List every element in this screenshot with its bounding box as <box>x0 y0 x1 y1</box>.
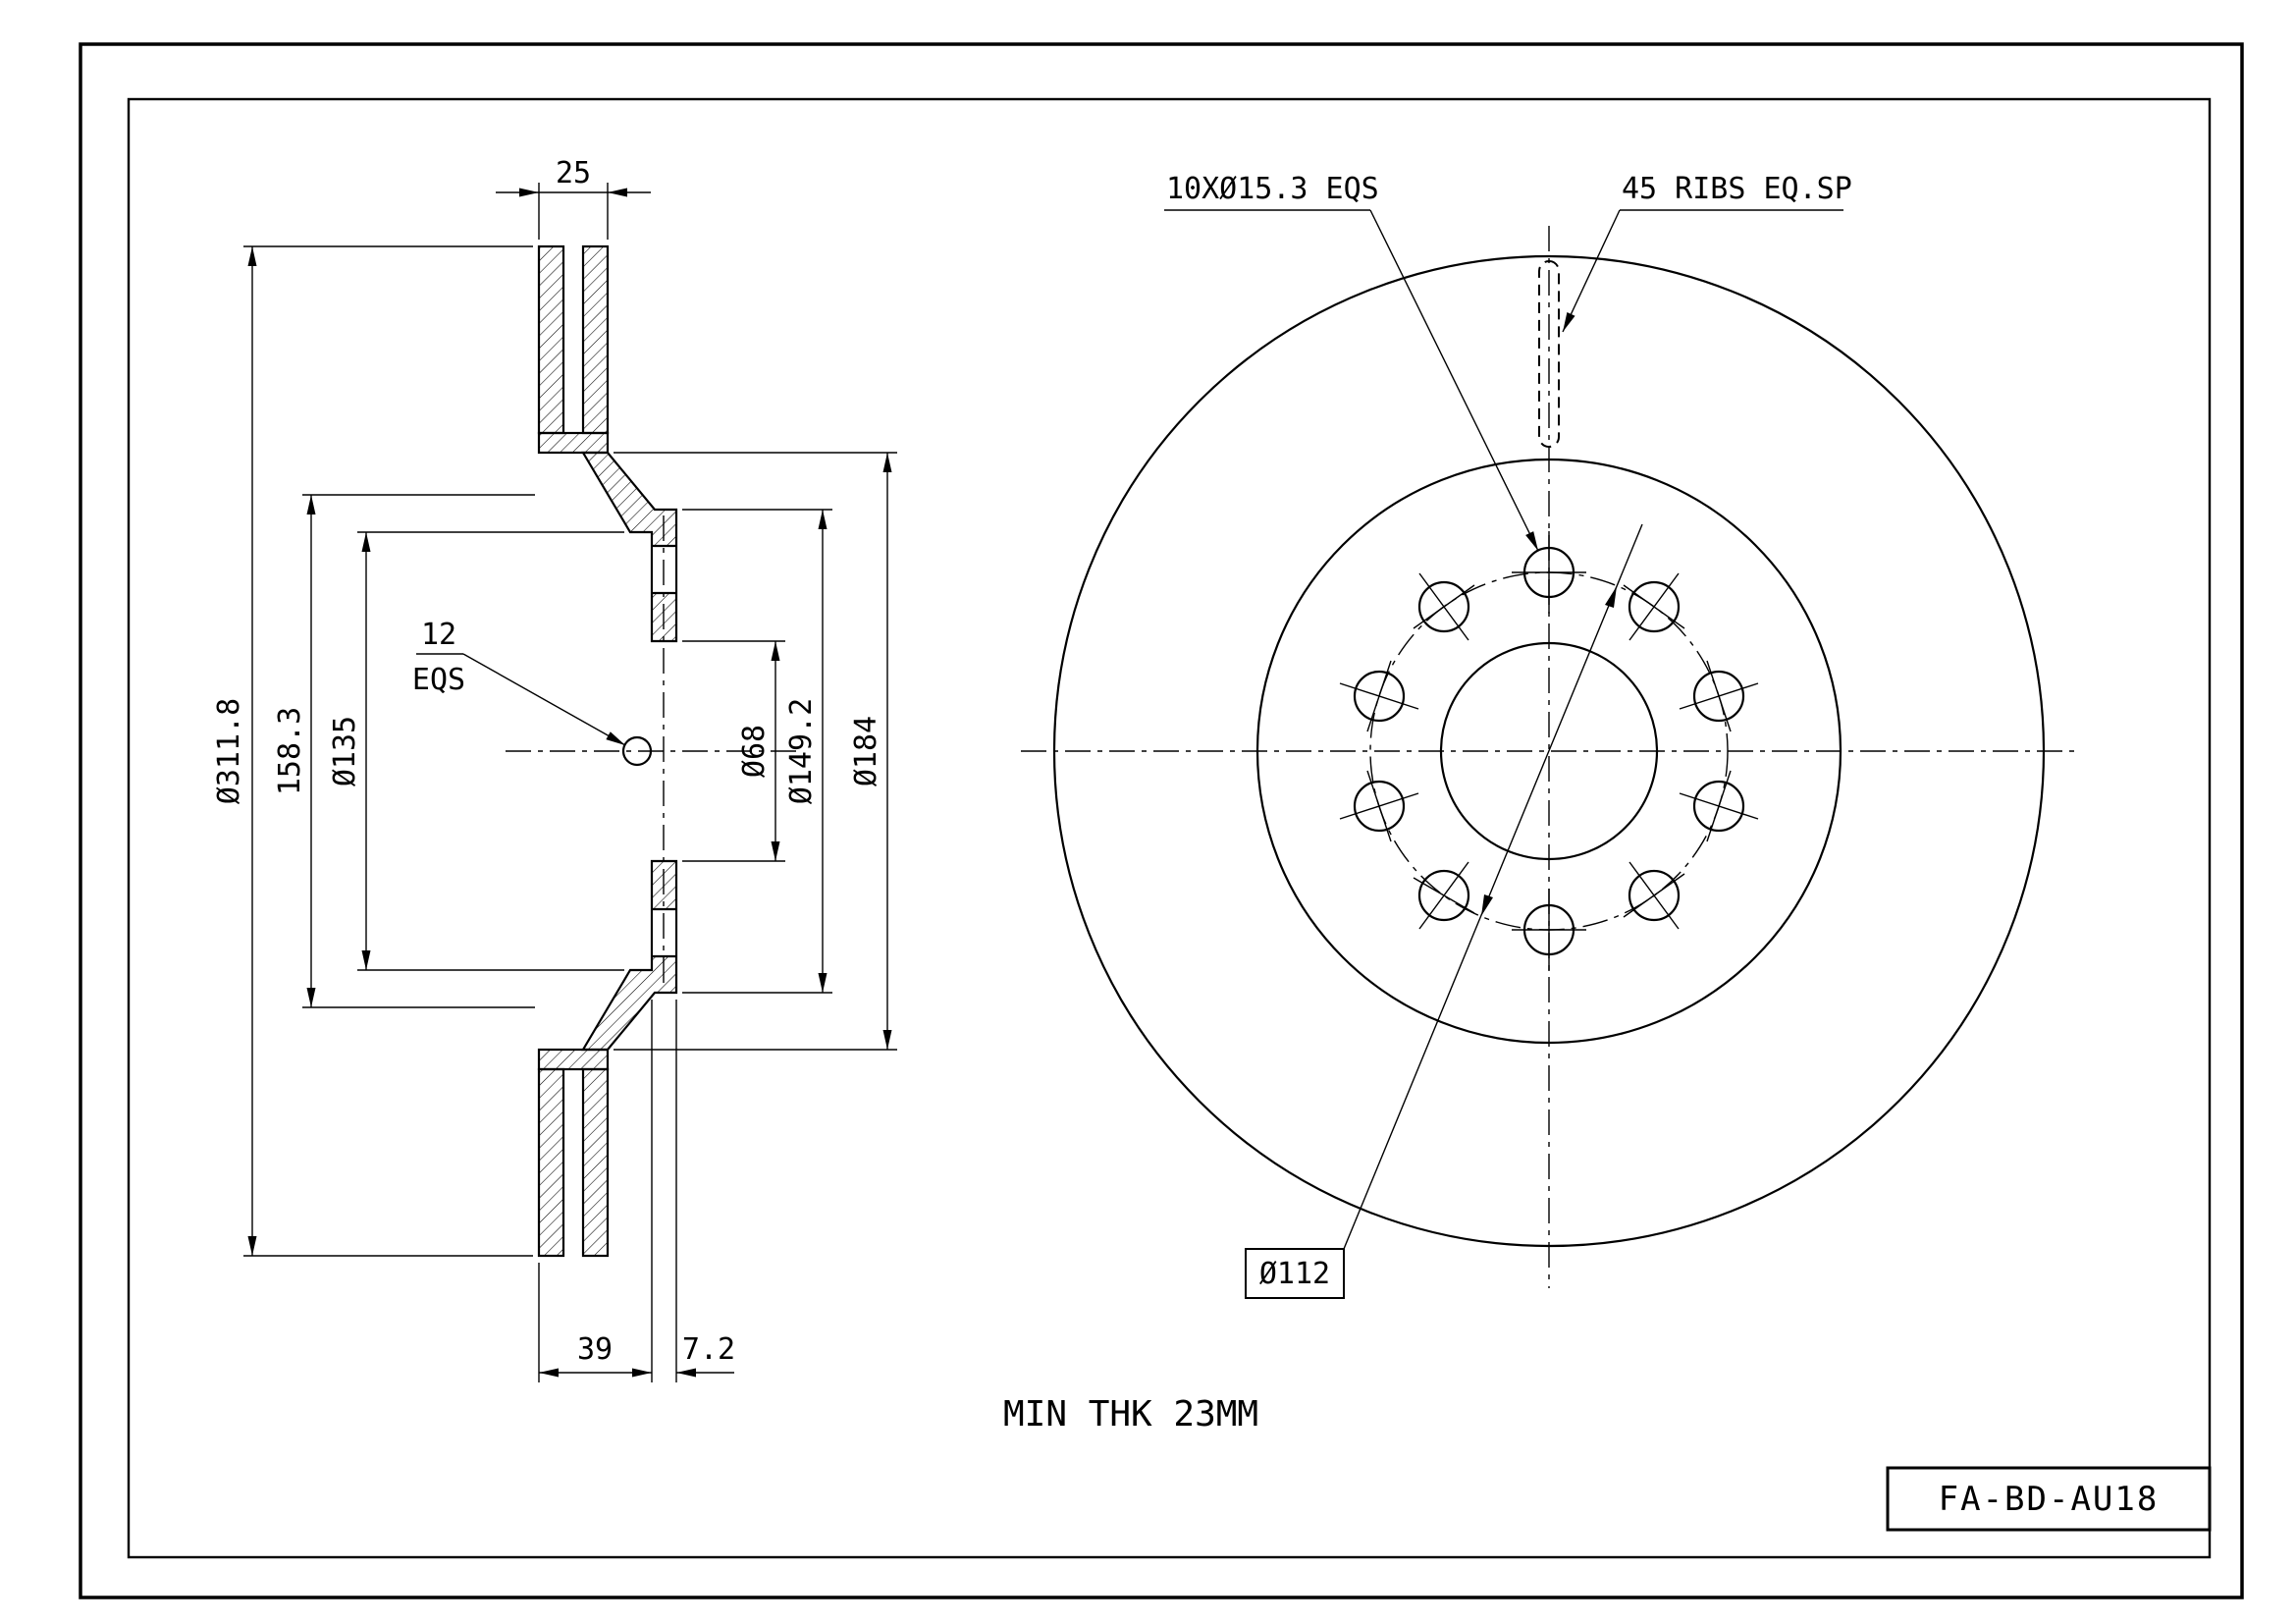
label-ribs: 45 RIBS EQ.SP <box>1622 172 1852 206</box>
min-thickness-note: MIN THK 23MM <box>1003 1394 1258 1435</box>
dim-158-3: 158.3 <box>273 707 307 795</box>
leader-12eqs <box>416 653 626 746</box>
front-view: 10XØ15.3 EQS 45 RIBS EQ.SP Ø112 <box>1021 172 2081 1299</box>
label-12: 12 <box>421 618 456 652</box>
cooling-rib <box>1538 260 1560 448</box>
friction-plates <box>537 244 610 1258</box>
dim-outer-diameter: Ø311.8 <box>212 698 246 804</box>
label-pcd: Ø112 <box>1259 1257 1330 1291</box>
border-frame <box>79 42 2244 1599</box>
label-eqs: EQS <box>412 663 465 697</box>
eqs-hole <box>621 735 653 767</box>
dim-offset-39: 39 <box>577 1332 613 1367</box>
leader-ribs <box>1562 209 1843 333</box>
dim-dia-184: Ø184 <box>849 716 883 786</box>
dim-center-bore: Ø68 <box>737 725 772 778</box>
dim-dia-135: Ø135 <box>328 716 362 786</box>
dim-thickness-25: 25 <box>556 156 591 190</box>
dim-dia-149-2: Ø149.2 <box>784 698 819 804</box>
extension-lines <box>243 183 897 1382</box>
title-block: FA-BD-AU18 <box>1886 1466 2212 1532</box>
label-bolt-holes: 10XØ15.3 EQS <box>1166 172 1379 206</box>
bolt-holes <box>1339 531 1759 971</box>
part-number: FA-BD-AU18 <box>1939 1480 2160 1519</box>
dimension-lines <box>247 188 892 1378</box>
pcd-callout: Ø112 <box>1245 523 1643 1299</box>
section-view: 25 Ø311.8 158.3 Ø135 Ø68 Ø149.2 Ø184 39 … <box>212 156 897 1382</box>
leader-bolt-holes <box>1164 209 1539 552</box>
dim-flange-thickness: 7.2 <box>682 1332 735 1367</box>
